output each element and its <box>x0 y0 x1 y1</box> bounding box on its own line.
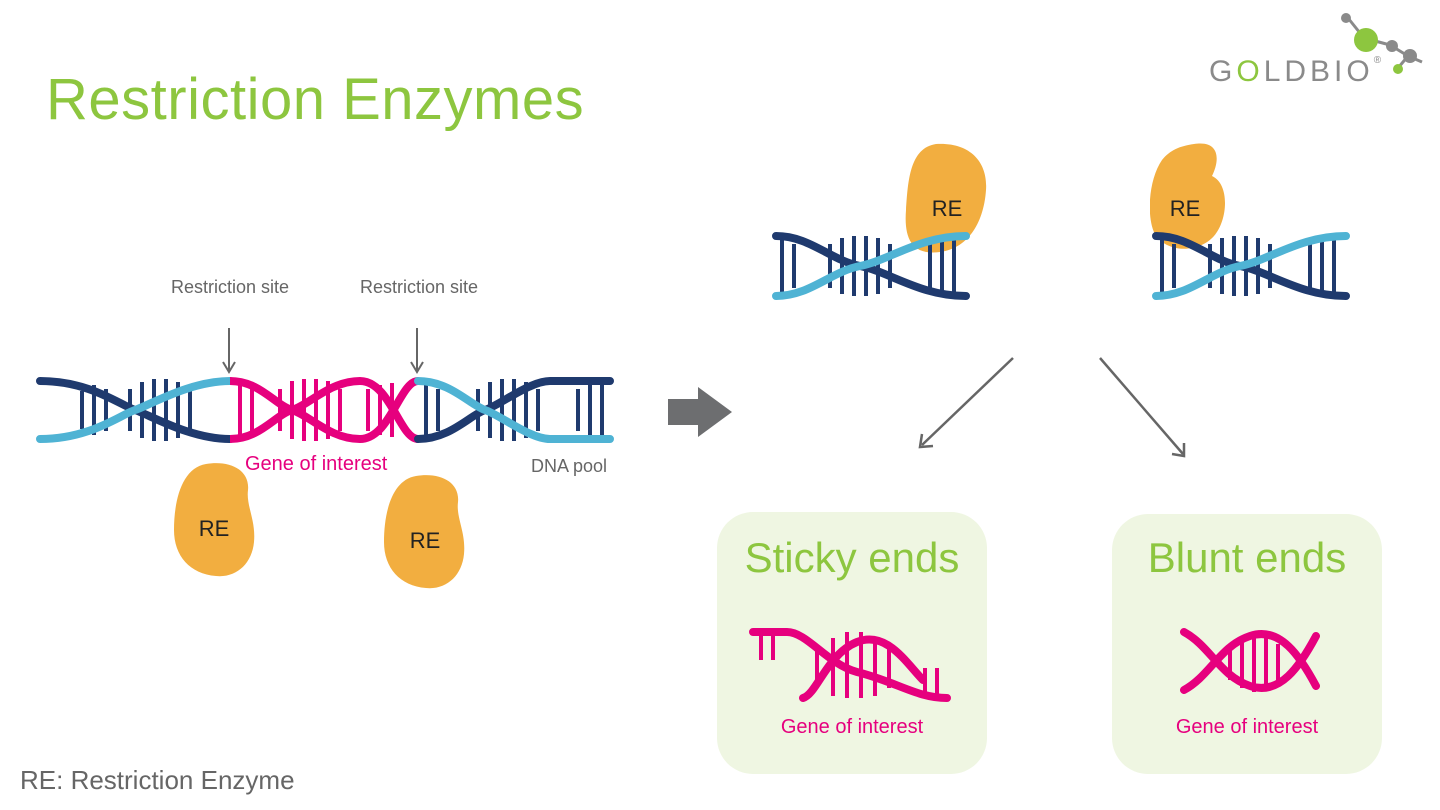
dna-segment-right <box>414 377 614 443</box>
restriction-enzyme-1: RE <box>174 463 255 577</box>
blunt-ends-dna-icon <box>1180 628 1320 694</box>
sticky-ends-title: Sticky ends <box>744 534 960 581</box>
restriction-site-arrow-1 <box>222 328 236 374</box>
blunt-ends-gene-label: Gene of interest <box>1175 716 1319 738</box>
outcome-arrows <box>918 357 1186 458</box>
page-title: Restriction Enzymes <box>46 67 585 132</box>
svg-text:RE: RE <box>1170 196 1201 221</box>
enzyme-on-dna-blunt: RE <box>1150 143 1350 300</box>
sticky-ends-card: Sticky ends Gene of interest <box>717 512 987 774</box>
goldbio-molecule-logo-icon <box>1341 13 1423 74</box>
svg-text:RE: RE <box>932 196 963 221</box>
sticky-ends-gene-label: Gene of interest <box>780 716 924 738</box>
dna-segment-left <box>36 377 234 443</box>
restriction-site-arrow-2 <box>410 328 424 374</box>
blunt-ends-title: Blunt ends <box>1147 534 1347 581</box>
dna-pool-label: DNA pool <box>531 456 608 476</box>
restriction-site-label-2: Restriction site <box>359 277 479 297</box>
footnote: RE: Restriction Enzyme <box>20 765 295 795</box>
sticky-ends-dna-icon <box>749 628 951 702</box>
arrow-to-sticky-ends <box>918 357 1014 449</box>
enzyme-on-dna-sticky: RE <box>772 143 987 300</box>
goldbio-logo: GOLDBIO® <box>1209 55 1386 88</box>
arrow-to-blunt-ends <box>1099 357 1186 458</box>
gene-of-interest-label: Gene of interest <box>245 453 388 475</box>
dna-segment-gene <box>229 376 420 444</box>
blunt-ends-card: Blunt ends Gene of interest <box>1112 514 1382 774</box>
restriction-site-label-1: Restriction site <box>170 277 290 297</box>
svg-text:RE: RE <box>199 516 230 541</box>
restriction-enzyme-2: RE <box>384 475 465 589</box>
svg-text:RE: RE <box>410 528 441 553</box>
process-arrow-icon <box>668 387 732 437</box>
dna-pool-strand <box>36 376 614 444</box>
